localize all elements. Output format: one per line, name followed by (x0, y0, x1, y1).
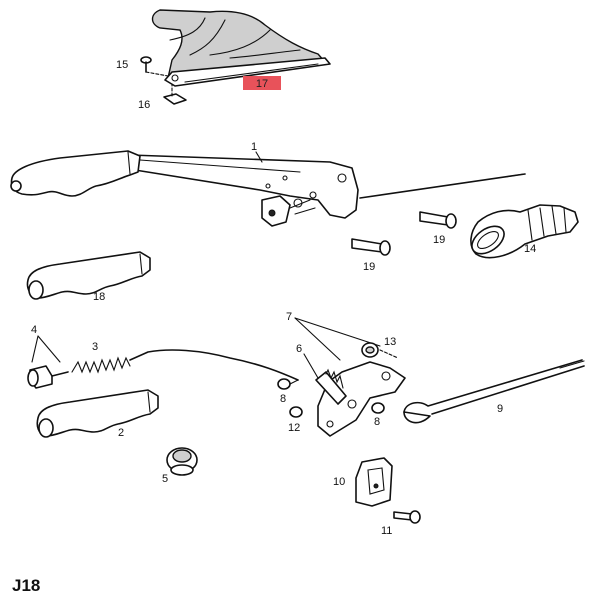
part-15-label: 15 (116, 59, 128, 71)
part-13-bush[interactable] (361, 342, 399, 359)
part-18-grip[interactable] (26, 251, 151, 300)
part-7-leader-a (294, 317, 341, 361)
part-4-leader-a (31, 335, 39, 363)
part-1-lever-assembly[interactable] (10, 150, 526, 227)
part-12-label: 12 (288, 422, 300, 434)
part-19-upper-label: 19 (433, 234, 445, 246)
part-17-label-highlight: 17 (243, 76, 281, 90)
highlight-box (243, 76, 281, 90)
part-19-lower-label: 19 (363, 261, 375, 273)
part-5-label: 5 (162, 473, 168, 485)
part-13-label: 13 (384, 336, 396, 348)
part-16-label: 16 (138, 99, 150, 111)
part-6-label: 6 (296, 343, 302, 355)
part-14-label: 14 (524, 243, 536, 255)
figure-code: J18 (12, 576, 40, 595)
part-5-grommet[interactable] (166, 447, 198, 476)
part-12-rivet[interactable] (289, 406, 303, 418)
part-8-left-label: 8 (280, 393, 286, 405)
part-16-clip[interactable] (163, 83, 187, 105)
part-11-screw[interactable] (393, 510, 421, 524)
part-6-leader (303, 353, 319, 379)
part-2-label: 2 (118, 427, 124, 439)
part-14-rubber-boot[interactable] (467, 204, 579, 259)
part-10-switch-bracket[interactable] (355, 457, 393, 507)
part-3-spring-rod[interactable] (71, 349, 299, 381)
part-3-label: 3 (92, 341, 98, 353)
part-17-gaiter[interactable] (151, 9, 331, 87)
part-15-screw[interactable] (140, 56, 169, 77)
part-8-right-label: 8 (374, 416, 380, 428)
part-10-label: 10 (333, 476, 345, 488)
part-7-label: 7 (286, 311, 292, 323)
part-7-leader-b (294, 317, 381, 347)
part-4-leader-b (37, 335, 61, 363)
part-1-leader (255, 151, 263, 163)
part-11-label: 11 (381, 525, 392, 537)
part-18-label: 18 (93, 291, 105, 303)
part-1-label: 1 (251, 141, 257, 153)
part-17-label: 17 (256, 78, 268, 90)
part-4-button[interactable] (27, 365, 69, 389)
part-7-bracket[interactable] (317, 361, 406, 437)
part-2-grip[interactable] (36, 389, 159, 438)
part-8-rivet-left[interactable] (277, 378, 299, 390)
part-6-pawl[interactable] (315, 368, 347, 405)
part-4-label: 4 (31, 324, 37, 336)
part-8-rivet-right[interactable] (371, 402, 385, 414)
part-9-rod[interactable] (403, 359, 585, 424)
part-19-bolt-lower[interactable] (351, 238, 391, 256)
part-19-bolt-upper[interactable] (419, 211, 457, 229)
part-9-label: 9 (497, 403, 503, 415)
